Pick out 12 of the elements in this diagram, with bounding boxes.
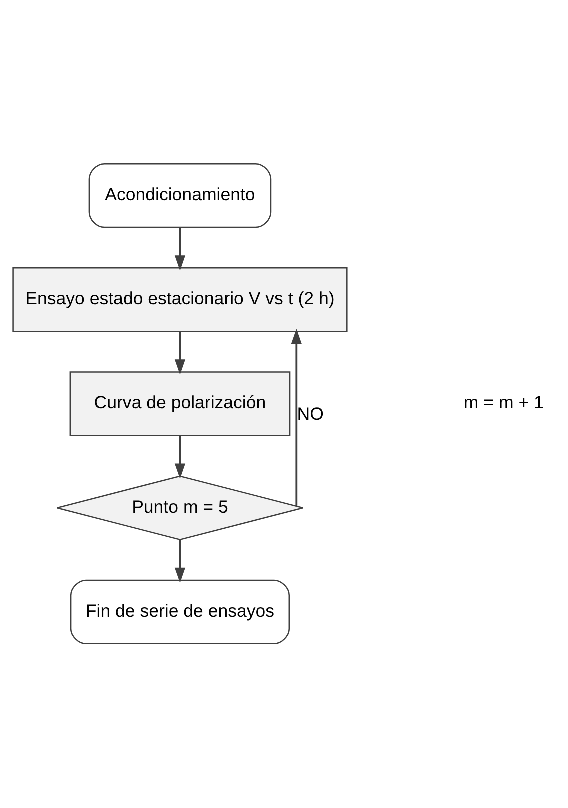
node-diamond: Punto m = 5 <box>56 476 304 540</box>
arrow <box>291 328 302 506</box>
arrow <box>174 332 186 375</box>
node-box: Ensayo estado estacionario V vs t (2 h) <box>12 268 348 332</box>
arrow <box>174 540 186 584</box>
arrow <box>174 228 186 271</box>
arrow <box>174 436 186 480</box>
edge-label: NO <box>297 404 324 424</box>
node-box: Curva de polarización <box>70 372 291 436</box>
node-box: Fin de serie de ensayos <box>70 580 290 645</box>
node-box: Acondicionamiento <box>88 163 272 228</box>
label: m = m + 1 <box>464 392 544 413</box>
